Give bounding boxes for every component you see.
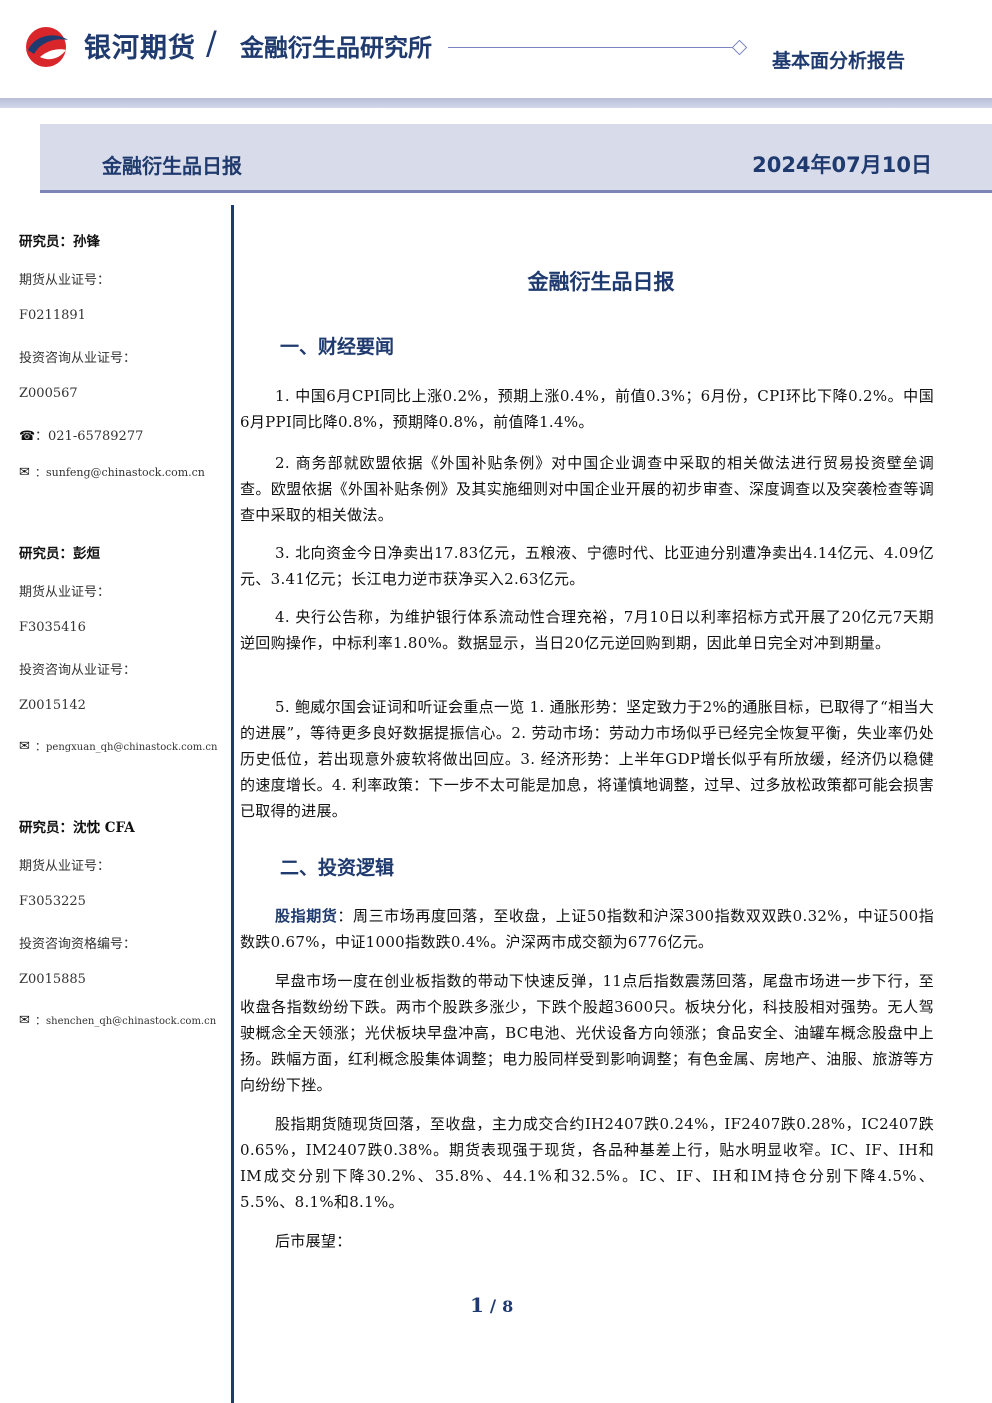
news-item: 4. 央行公告称，为维护银行体系流动性合理充裕，7月10日以利率招标方式开展了2… (240, 608, 934, 652)
diamond-icon (731, 39, 748, 56)
consult-number: Z000567 (19, 386, 78, 401)
mail-icon: ✉ (19, 1013, 30, 1028)
outlook-label: 后市展望： (275, 1232, 352, 1250)
document-title: 金融衍生品日报 (527, 270, 675, 294)
consult-label: 投资咨询从业证号： (19, 663, 137, 678)
researcher-role: 研究员：彭烜 (19, 546, 100, 562)
news-item: 2. 商务部就欧盟依据《外国补贴条例》对中国企业调查中采取的相关做法进行贸易投资… (240, 454, 934, 524)
header-slash: / (206, 24, 217, 62)
logic-paragraph: 早盘市场一度在创业板指数的带动下快速反弹，11点后指数震荡回落，尾盘市场进一步下… (240, 972, 934, 1094)
page-separator: / (489, 1297, 497, 1317)
galaxy-logo-icon (26, 27, 68, 67)
brand-name: 银河期货 (84, 33, 196, 64)
mail-icon: ✉ (19, 739, 30, 754)
email-row: ✉：sunfeng@chinastock.com.cn (19, 465, 205, 480)
logic-paragraph-text: ：周三市场再度回落，至收盘，上证50指数和沪深300指数双双跌0.32%，中证5… (240, 907, 935, 951)
current-page: 1 (470, 1293, 484, 1317)
cert-number: F3053225 (19, 894, 86, 909)
email-link[interactable]: sunfeng@chinastock.com.cn (46, 466, 205, 479)
title-band-rule (40, 190, 992, 193)
section-heading-logic: 二、投资逻辑 (280, 857, 395, 879)
header-rule (448, 47, 733, 48)
email-row: ✉：pengxuan_qh@chinastock.com.cn (19, 739, 218, 754)
researcher-role: 研究员：孙锋 (19, 234, 100, 250)
email-link[interactable]: shenchen_qh@chinastock.com.cn (46, 1016, 217, 1027)
header-band (0, 98, 992, 108)
phone-number: ：021-65789277 (35, 429, 144, 444)
consult-label: 投资咨询资格编号： (19, 937, 137, 952)
sidebar-divider (231, 205, 234, 1403)
report-date: 2024年07月10日 (752, 153, 932, 177)
consult-label: 投资咨询从业证号： (19, 351, 137, 366)
cert-label: 期货从业证号： (19, 273, 111, 288)
phone-row: ☎：021-65789277 (19, 425, 143, 444)
email-link[interactable]: pengxuan_qh@chinastock.com.cn (46, 742, 218, 753)
news-item: 5. 鲍威尔国会证词和听证会重点一览 1. 通胀形势：坚定致力于2%的通胀目标，… (240, 698, 934, 820)
consult-number: Z0015142 (19, 698, 86, 713)
logic-paragraph: 股指期货：周三市场再度回落，至收盘，上证50指数和沪深300指数双双跌0.32%… (240, 903, 934, 955)
cert-number: F0211891 (19, 308, 86, 323)
cert-number: F3035416 (19, 620, 86, 635)
page-number: 1/ 8 (470, 1293, 513, 1317)
title-band (40, 124, 992, 190)
consult-number: Z0015885 (19, 972, 86, 987)
logic-paragraph: 股指期货随现货回落，至收盘，主力成交合约IH2407跌0.24%，IF2407跌… (240, 1115, 934, 1211)
phone-icon: ☎ (19, 429, 36, 444)
institute-name: 金融衍生品研究所 (240, 34, 432, 62)
report-type: 基本面分析报告 (772, 50, 906, 72)
cert-label: 期货从业证号： (19, 859, 111, 874)
news-item: 3. 北向资金今日净卖出17.83亿元，五粮液、宁德时代、比亚迪分别遭净卖出4.… (240, 544, 934, 588)
report-name: 金融衍生品日报 (102, 154, 242, 178)
news-item: 1. 中国6月CPI同比上涨0.2%，预期上涨0.4%，前值0.3%；6月份，C… (240, 387, 934, 431)
section-heading-news: 一、财经要闻 (280, 336, 395, 358)
mail-icon: ✉ (19, 465, 30, 480)
stock-index-futures-label: 股指期货 (275, 907, 338, 925)
cert-label: 期货从业证号： (19, 585, 111, 600)
total-pages: 8 (502, 1297, 514, 1316)
email-row: ✉：shenchen_qh@chinastock.com.cn (19, 1013, 217, 1028)
researcher-role: 研究员：沈忱 CFA (19, 820, 135, 836)
